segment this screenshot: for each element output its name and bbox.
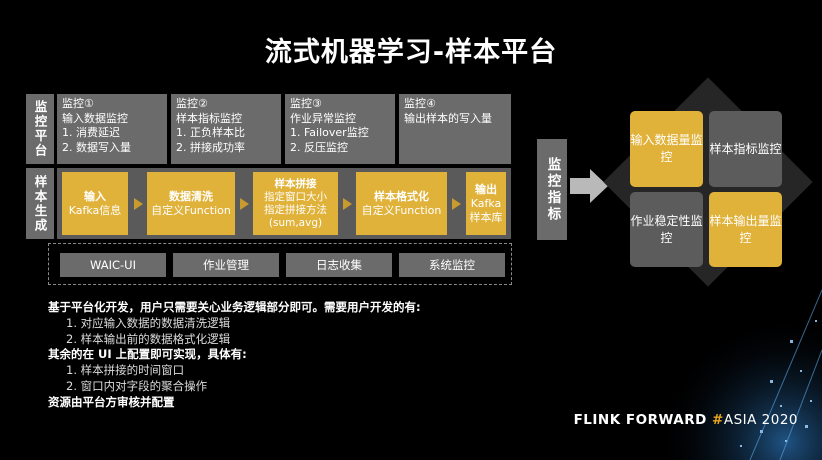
step-output-title: 输出 xyxy=(475,182,497,196)
monitor-indicator-text: 监控指标 xyxy=(544,156,561,223)
step-sample-join-title: 样本拼接 xyxy=(274,177,317,190)
flow-arrow-1 xyxy=(134,198,143,210)
step-output-line-1: Kafka xyxy=(470,196,502,210)
brand-part-1: FLINK FORWARD xyxy=(573,412,713,428)
monitor-1-line-1: 输入数据监控 xyxy=(62,111,128,125)
right-arrow-icon xyxy=(570,169,608,203)
step-sample-join: 样本拼接 指定窗口大小 指定拼接方法 (sum,avg) xyxy=(253,172,338,235)
step-output-line-2: 样本库 xyxy=(469,210,503,224)
step-output: 输出 Kafka 样本库 xyxy=(466,172,506,235)
note-item-4: 2. 窗口内对字段的聚合操作 xyxy=(66,378,208,393)
monitor-4-head: 监控④ xyxy=(404,97,436,110)
note-item-1: 1. 对应输入数据的数据清洗逻辑 xyxy=(66,315,231,330)
monitor-3-box: 监控③ 作业异常监控 1. Failover监控 2. 反压监控 xyxy=(285,94,395,164)
step-sample-join-line-2: 指定拼接方法 xyxy=(264,203,327,216)
monitor-4-line-1: 输出样本的写入量 xyxy=(404,111,492,125)
sample-generation-label-text: 样本生成 xyxy=(32,174,48,233)
monitor-indicator-label: 监控指标 xyxy=(537,139,567,240)
step-data-cleaning: 数据清洗 自定义Function xyxy=(147,172,235,235)
monitor-4-box: 监控④ 输出样本的写入量 xyxy=(399,94,511,164)
monitor-3-head: 监控③ xyxy=(290,97,322,110)
step-data-cleaning-title: 数据清洗 xyxy=(169,189,213,203)
monitor-2-box: 监控② 样本指标监控 1. 正负样本比 2. 拼接成功率 xyxy=(171,94,281,164)
monitor-2-line-2: 1. 正负样本比 xyxy=(176,126,245,139)
quadrant-sample-metrics: 样本指标监控 xyxy=(709,111,782,187)
quadrant-output-volume: 样本输出量监控 xyxy=(709,192,782,267)
quadrant-input-volume: 输入数据量监控 xyxy=(630,111,703,187)
notes-block: 基于平台化开发，用户只需要关心业务逻辑部分即可。需要用户开发的有: 1. 对应输… xyxy=(48,300,421,411)
monitor-1-line-3: 2. 数据写入量 xyxy=(62,140,131,154)
note-line-3: 资源由平台方审核并配置 xyxy=(48,394,175,409)
step-input-title: 输入 xyxy=(84,189,106,203)
monitor-2-head: 监控② xyxy=(176,97,208,110)
note-line-2: 其余的在 UI 上配置即可实现，具体有: xyxy=(48,347,247,362)
monitor-1-head: 监控① xyxy=(62,97,94,110)
tools-container xyxy=(48,243,512,285)
flow-arrow-3 xyxy=(343,198,352,210)
step-input-detail: Kafka信息 xyxy=(68,203,122,217)
monitor-3-line-1: 作业异常监控 xyxy=(290,111,356,125)
step-sample-format-detail: 自定义Function xyxy=(361,203,442,217)
sample-generation-label: 样本生成 xyxy=(26,168,54,239)
note-line-1: 基于平台化开发，用户只需要关心业务逻辑部分即可。需要用户开发的有: xyxy=(48,300,421,314)
tool-log-collection: 日志收集 xyxy=(286,253,392,277)
step-data-cleaning-detail: 自定义Function xyxy=(151,203,231,217)
monitor-3-line-2: 1. Failover监控 xyxy=(290,126,369,139)
step-sample-join-line-3: (sum,avg) xyxy=(268,216,323,229)
quadrant-job-stability: 作业稳定性监控 xyxy=(630,192,703,267)
tool-system-monitoring: 系统监控 xyxy=(399,253,505,277)
brand-hash: # xyxy=(712,412,724,428)
brand-logo: FLINK FORWARD #ASIA 2020 xyxy=(574,412,798,428)
note-item-2: 2. 样本输出前的数据格式化逻辑 xyxy=(66,331,231,346)
monitor-platform-label: 监控平台 xyxy=(26,94,54,164)
step-sample-format-title: 样本格式化 xyxy=(374,189,429,203)
step-input: 输入 Kafka信息 xyxy=(62,172,128,235)
monitor-2-line-1: 样本指标监控 xyxy=(176,111,242,125)
monitor-1-line-2: 1. 消费延迟 xyxy=(62,126,120,139)
monitor-3-line-3: 2. 反压监控 xyxy=(290,140,348,154)
tool-job-management: 作业管理 xyxy=(173,253,279,277)
step-sample-format: 样本格式化 自定义Function xyxy=(356,172,447,235)
flow-arrow-2 xyxy=(240,198,249,210)
flow-arrow-4 xyxy=(452,198,461,210)
page-title: 流式机器学习-样本平台 xyxy=(264,37,558,68)
decorative-light-pattern xyxy=(640,280,822,460)
monitor-2-line-3: 2. 拼接成功率 xyxy=(176,140,245,154)
note-item-3: 1. 样本拼接的时间窗口 xyxy=(66,363,185,378)
monitor-1-box: 监控① 输入数据监控 1. 消费延迟 2. 数据写入量 xyxy=(57,94,167,164)
tool-waic-ui: WAIC-UI xyxy=(60,253,166,277)
monitor-platform-label-text: 监控平台 xyxy=(32,100,48,158)
step-sample-join-line-1: 指定窗口大小 xyxy=(264,190,327,203)
brand-part-2: ASIA 2020 xyxy=(723,412,798,428)
